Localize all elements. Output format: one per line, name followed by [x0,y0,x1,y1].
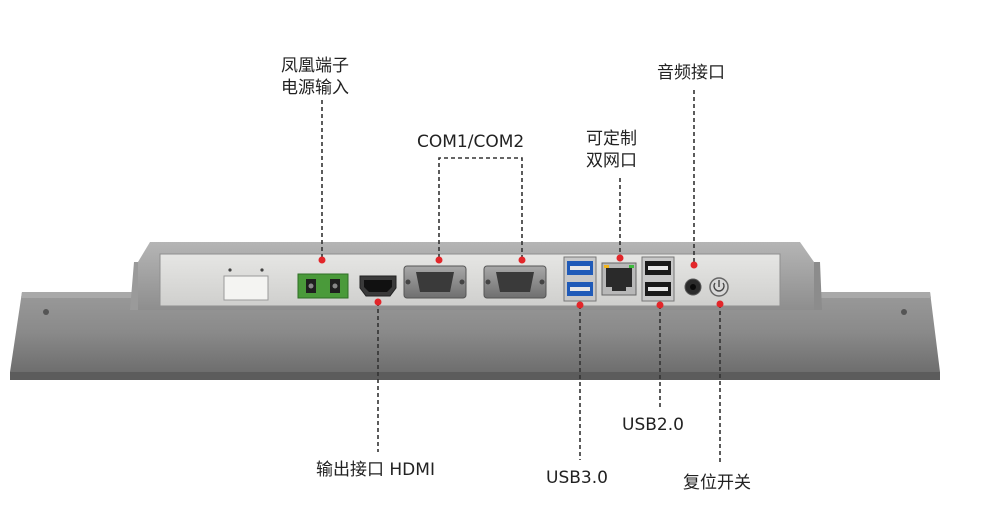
callout-usb2: USB2.0 [622,415,684,435]
callout-audio: 音频接口 [657,63,725,83]
callout-phoenix-line-1: 凤凰端子 [281,56,349,76]
callout-dots [318,254,724,309]
callout-lan-line-1: 可定制 [586,129,637,149]
callout-leader-lines [321,90,721,465]
db9-serial-port-com1 [403,265,467,299]
callout-reset-switch: 复位开关 [683,473,751,493]
callout-phoenix-line-2: 电源输入 [281,78,349,98]
power-reset-button [709,277,729,297]
leader-com [438,157,523,258]
callout-lan-line-2: 双网口 [586,151,637,171]
rj45-ethernet-port [601,262,637,296]
callout-hdmi-output: 输出接口 HDMI [316,460,435,480]
phoenix-terminal-connector [297,273,349,299]
audio-jack [684,278,702,296]
callout-phoenix-power-input: 凤凰端子 电源输入 [281,55,349,99]
hdmi-port [359,275,397,297]
label-sticker [223,268,269,301]
callout-com-ports: COM1/COM2 [417,132,525,152]
usb2-port-stack [641,256,675,302]
callout-usb3: USB3.0 [546,468,608,488]
callout-dual-lan: 可定制 双网口 [586,128,637,172]
db9-serial-port-com2 [483,265,547,299]
usb3-port-stack [563,256,597,302]
